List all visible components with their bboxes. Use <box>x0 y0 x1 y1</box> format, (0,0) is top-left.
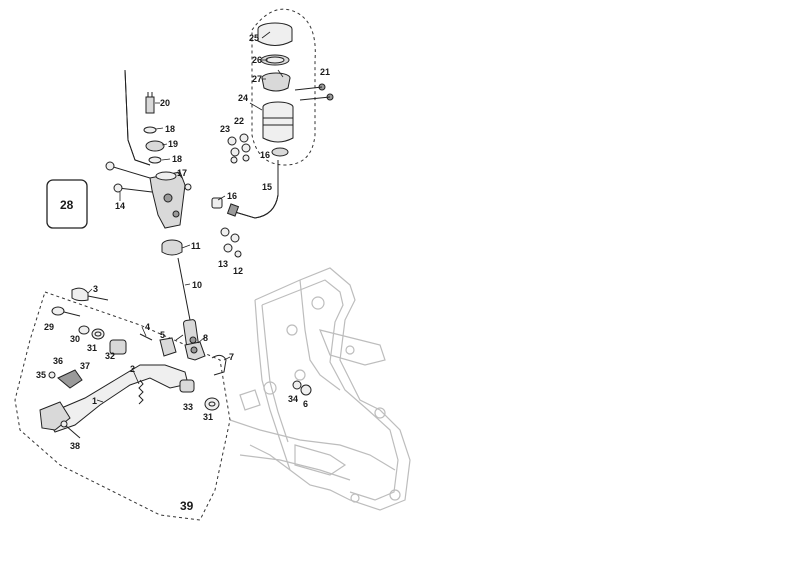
part-label-23: 23 <box>220 124 230 134</box>
part-label-13: 13 <box>218 259 228 269</box>
part-label-29: 29 <box>44 322 54 332</box>
seal-and-washers <box>161 227 242 258</box>
part-label-22: 22 <box>234 116 244 126</box>
part-label-35: 35 <box>36 370 46 380</box>
part-label-4: 4 <box>145 322 150 332</box>
part-number-labels: 25 26 27 21 24 22 23 16 15 20 18 19 18 1… <box>36 33 330 513</box>
part-label-10: 10 <box>192 280 202 290</box>
nut-and-washer-34-6 <box>292 380 312 396</box>
part-label-1: 1 <box>92 396 97 406</box>
part-label-17: 17 <box>177 168 187 178</box>
part-label-19: 19 <box>168 139 178 149</box>
nut-cluster-22-23 <box>227 133 251 164</box>
part-label-36: 36 <box>53 356 63 366</box>
part-label-6: 6 <box>303 399 308 409</box>
part-label-3: 3 <box>93 284 98 294</box>
part-label-38: 38 <box>70 441 80 451</box>
brake-fluid-reservoir <box>251 8 334 166</box>
part-label-24: 24 <box>238 93 248 103</box>
part-label-18b: 18 <box>172 154 182 164</box>
part-label-31b: 31 <box>203 412 213 422</box>
part-label-12: 12 <box>233 266 243 276</box>
part-label-14: 14 <box>115 201 125 211</box>
group-label: 39 <box>180 499 194 513</box>
callout-box-label: 28 <box>60 198 74 212</box>
part-label-20: 20 <box>160 98 170 108</box>
brake-pedal-group <box>14 287 231 521</box>
part-label-16b: 16 <box>227 191 237 201</box>
part-label-11: 11 <box>191 241 201 251</box>
part-label-15: 15 <box>262 182 272 192</box>
brake-light-switch <box>124 69 165 166</box>
part-label-7: 7 <box>229 352 234 362</box>
part-label-32: 32 <box>105 351 115 361</box>
push-rod <box>177 257 200 349</box>
part-label-27: 27 <box>252 74 262 84</box>
part-label-31a: 31 <box>87 343 97 353</box>
part-label-37: 37 <box>80 361 90 371</box>
part-label-8: 8 <box>203 333 208 343</box>
part-label-33: 33 <box>183 402 193 412</box>
part-label-30: 30 <box>70 334 80 344</box>
callout-box-28 <box>46 179 88 229</box>
part-label-16a: 16 <box>260 150 270 160</box>
part-label-21: 21 <box>320 67 330 77</box>
part-label-18a: 18 <box>165 124 175 134</box>
part-label-5: 5 <box>160 330 165 340</box>
part-label-34: 34 <box>288 394 298 404</box>
part-label-25: 25 <box>249 33 259 43</box>
reservoir-hose <box>226 160 279 219</box>
leader-lines <box>87 31 284 403</box>
master-cylinder <box>105 161 223 229</box>
motorcycle-frame <box>229 267 411 511</box>
part-label-2: 2 <box>130 364 135 374</box>
part-label-26: 26 <box>252 55 262 65</box>
